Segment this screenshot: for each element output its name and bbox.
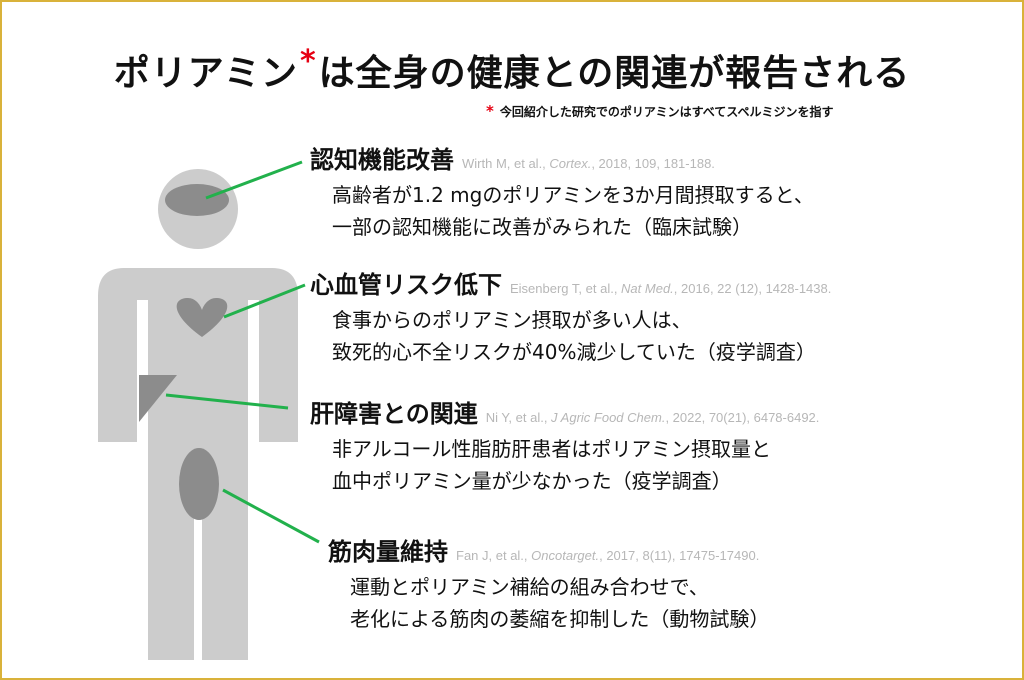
- item-reference: Wirth M, et al., Cortex., 2018, 109, 181…: [462, 156, 715, 171]
- item-reference: Fan J, et al., Oncotarget., 2017, 8(11),…: [456, 548, 760, 563]
- item-heading: 心血管リスク低下: [310, 271, 502, 299]
- item-description: 非アルコール性脂肪肝患者はポリアミン摂取量と 血中ポリアミン量が少なかった（疫学…: [332, 437, 771, 493]
- title-rest: は全身の健康との関連が報告される: [318, 53, 911, 94]
- item-cardiovascular: 心血管リスク低下 Eisenberg T, et al., Nat Med., 2…: [310, 265, 831, 368]
- item-cognitive: 認知機能改善 Wirth M, et al., Cortex., 2018, 10…: [310, 140, 814, 243]
- item-reference: Ni Y, et al., J Agric Food Chem., 2022, …: [485, 410, 820, 425]
- item-heading: 筋肉量維持: [328, 538, 448, 566]
- item-heading: 肝障害との関連: [310, 400, 478, 428]
- connector-liver: [165, 393, 289, 410]
- item-description: 運動とポリアミン補給の組み合わせで、 老化による筋肉の萎縮を抑制した（動物試験）: [350, 575, 770, 631]
- connector-muscle: [222, 488, 320, 544]
- footnote: * 今回紹介した研究でのポリアミンはすべてスペルミジンを指す: [486, 102, 833, 120]
- liver-shape: [139, 375, 177, 422]
- connector-brain: [205, 160, 303, 200]
- muscle-shape: [179, 448, 219, 520]
- page-title: ポリアミン*は全身の健康との関連が報告される: [2, 44, 1022, 96]
- title-asterisk: *: [299, 44, 317, 79]
- connector-heart: [223, 283, 306, 319]
- brain-shape: [165, 184, 229, 216]
- item-muscle: 筋肉量維持 Fan J, et al., Oncotarget., 2017, 8…: [328, 532, 769, 635]
- item-heading: 認知機能改善: [310, 146, 454, 174]
- title-main: ポリアミン: [113, 53, 298, 94]
- footnote-asterisk: *: [486, 102, 494, 120]
- item-description: 高齢者が1.2 mgのポリアミンを3か月間摂取すると、 一部の認知機能に改善がみ…: [332, 183, 814, 239]
- item-description: 食事からのポリアミン摂取が多い人は、 致死的心不全リスクが40%減少していた（疫…: [332, 308, 816, 364]
- item-liver: 肝障害との関連 Ni Y, et al., J Agric Food Chem.,…: [310, 394, 819, 497]
- heart-shape: [176, 298, 228, 337]
- footnote-text: 今回紹介した研究でのポリアミンはすべてスペルミジンを指す: [499, 105, 834, 119]
- item-reference: Eisenberg T, et al., Nat Med., 2016, 22 …: [510, 281, 832, 296]
